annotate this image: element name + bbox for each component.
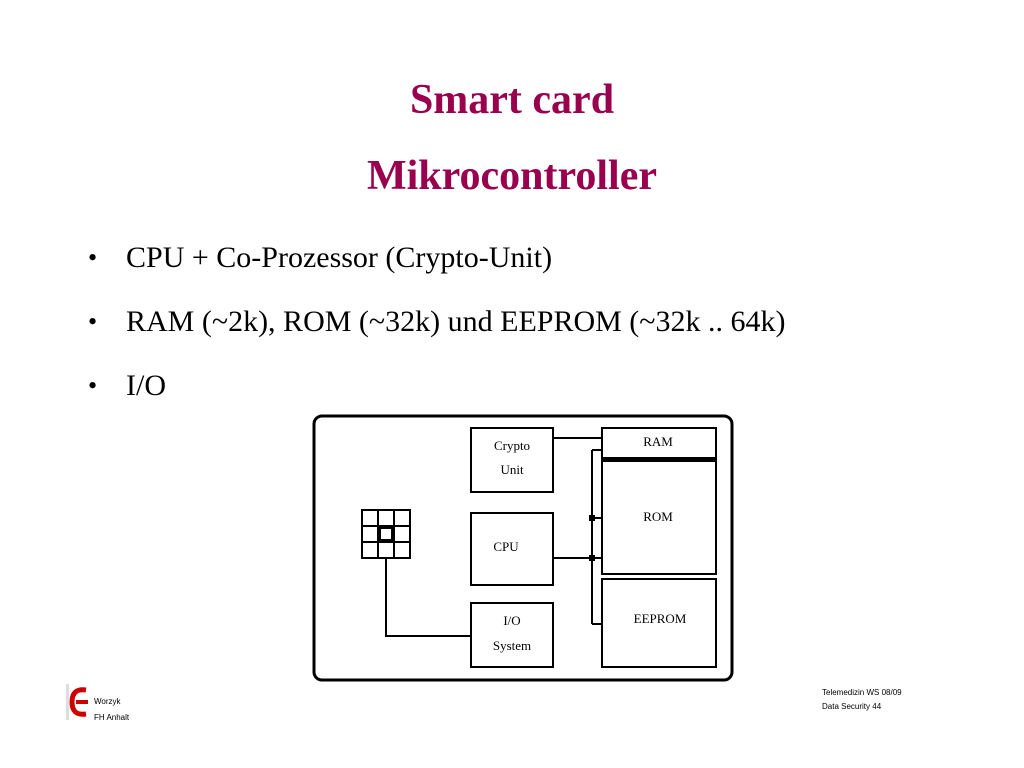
slide-title: Smart card Mikrocontroller xyxy=(0,62,1024,214)
bullet-dot: • xyxy=(88,243,98,272)
bullet-text: I/O xyxy=(126,369,166,402)
footer-left: Worzyk FH Anhalt xyxy=(66,680,186,730)
io-system-label-1: I/O xyxy=(503,613,520,628)
eeprom-label: EEPROM xyxy=(634,611,687,626)
fh-anhalt-logo-icon xyxy=(66,684,88,720)
eeprom-box xyxy=(601,578,717,668)
bullet-item: • RAM (~2k), ROM (~32k) und EEPROM (~32k… xyxy=(88,290,786,354)
rom-label: ROM xyxy=(643,509,673,524)
bus-lines xyxy=(385,437,602,637)
bullet-text: CPU + Co-Prozessor (Crypto-Unit) xyxy=(126,241,553,274)
footer-institution: FH Anhalt xyxy=(94,713,130,722)
ram-box xyxy=(601,427,717,459)
smartcard-diagram: Crypto Unit CPU I/O System RAM ROM EEPRO… xyxy=(312,414,734,682)
crypto-unit-box xyxy=(470,427,554,493)
ram-label: RAM xyxy=(643,434,673,449)
rom-box xyxy=(601,459,717,575)
cpu-box xyxy=(470,512,554,586)
chip-contact-icon xyxy=(361,509,411,559)
bullet-item: • CPU + Co-Prozessor (Crypto-Unit) xyxy=(88,226,786,290)
crypto-unit-label-2: Unit xyxy=(500,462,524,477)
title-line-1: Smart card xyxy=(409,77,615,123)
bullet-text: RAM (~2k), ROM (~32k) und EEPROM (~32k .… xyxy=(126,305,786,338)
bus-junctions xyxy=(589,515,595,561)
footer-author: Worzyk xyxy=(94,697,121,706)
bullet-dot: • xyxy=(88,307,98,336)
bullet-item: • I/O xyxy=(88,354,786,418)
title-line-2: Mikrocontroller xyxy=(366,153,658,199)
cpu-label: CPU xyxy=(493,539,519,554)
crypto-unit-label-1: Crypto xyxy=(494,438,530,453)
footer-right: Telemedizin WS 08/09 Data Security 44 xyxy=(822,686,902,714)
footer-left-text: Worzyk FH Anhalt xyxy=(94,694,129,726)
bullet-dot: • xyxy=(88,371,98,400)
footer-slide-number: Data Security 44 xyxy=(822,702,882,711)
bullet-list: • CPU + Co-Prozessor (Crypto-Unit) • RAM… xyxy=(88,226,786,418)
footer-course: Telemedizin WS 08/09 xyxy=(822,688,902,697)
io-system-box xyxy=(470,602,554,668)
io-system-label-2: System xyxy=(493,638,531,653)
